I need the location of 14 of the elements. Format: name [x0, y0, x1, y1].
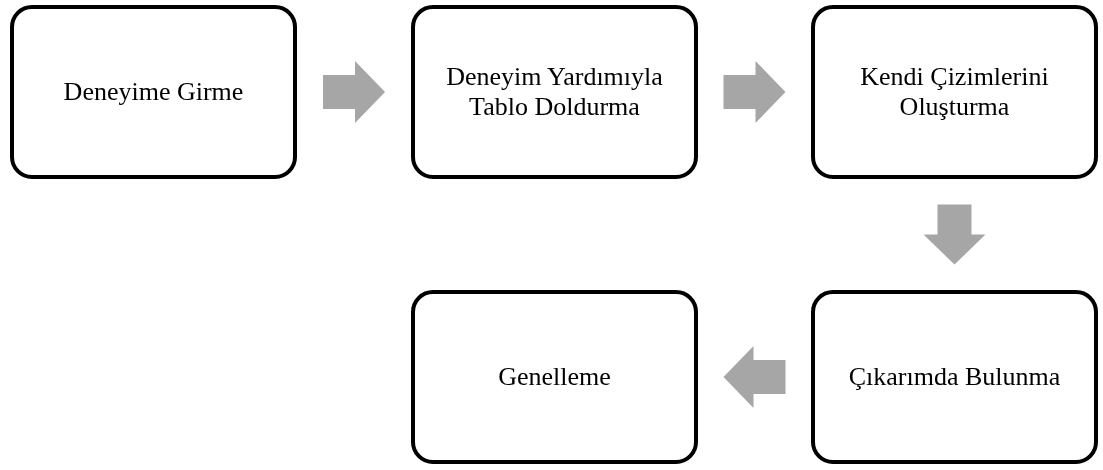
step-text: Kendi Çizimlerini Oluşturma: [859, 62, 1050, 122]
process-box: [811, 290, 1098, 464]
process-box: [411, 5, 698, 179]
block-arrow: [723, 61, 786, 123]
step-text: Çıkarımda Bulunma: [847, 362, 1062, 392]
process-box: [10, 5, 297, 179]
block-arrow: [323, 61, 385, 123]
step-text: Deneyime Girme: [62, 77, 245, 107]
step-text: Deneyim Yardımıyla Tablo Doldurma: [445, 62, 664, 122]
block-arrow: [723, 346, 786, 408]
process-box: [411, 290, 698, 464]
block-arrow: [923, 204, 986, 265]
process-box: [811, 5, 1098, 179]
step-text: Genelleme: [497, 362, 612, 392]
